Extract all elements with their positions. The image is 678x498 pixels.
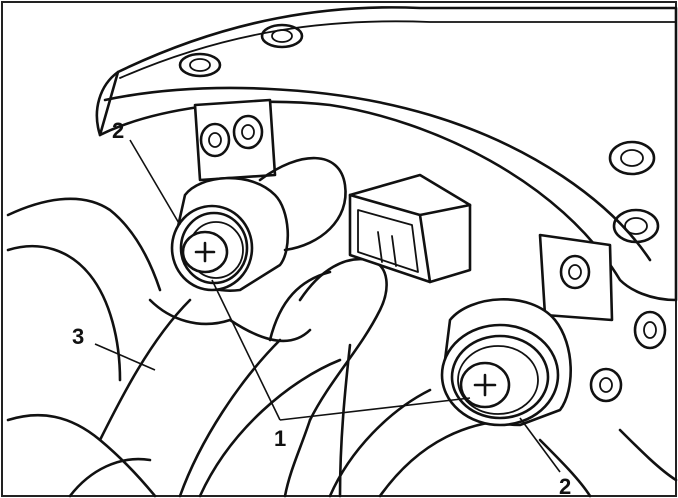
callout-3: 3: [72, 324, 84, 349]
right-grommet: [440, 298, 572, 427]
center-strap: [268, 257, 388, 498]
right-post: [538, 233, 667, 403]
top-panel: [95, 6, 678, 302]
top-bolt-hole-2: [260, 23, 304, 49]
connector-block: [348, 173, 472, 284]
top-bolt-hole-1: [178, 52, 222, 78]
side-bolt-hole-2: [612, 208, 660, 244]
callout-1: 1: [274, 426, 286, 451]
leader-lines: [94, 139, 561, 473]
side-bolt-hole-1: [608, 140, 656, 176]
callout-2-left: 2: [112, 118, 124, 143]
left-post: [193, 98, 277, 182]
right-screw-icon: [459, 361, 511, 409]
left-screw-icon: [181, 230, 229, 274]
callout-2-right: 2: [559, 474, 571, 498]
lower-bracket: [6, 197, 678, 498]
